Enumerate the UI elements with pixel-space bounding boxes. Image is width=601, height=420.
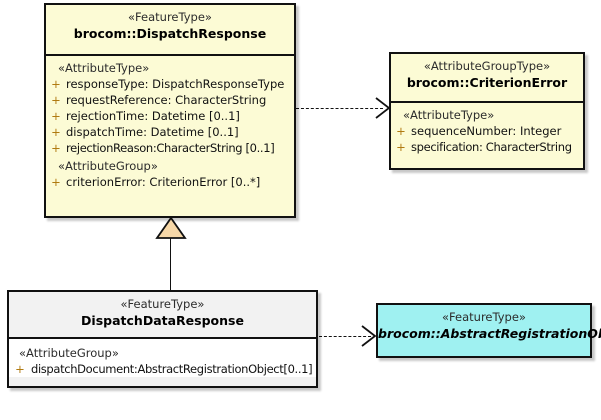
attribute-label: rejectionReason:CharacterString [0..1] xyxy=(66,141,275,155)
attribute-label: rejectionTime: Datetime [0..1] xyxy=(66,109,240,123)
attribute-label: responseType: DispatchResponseType xyxy=(66,77,285,91)
attribute-row: + responseType: DispatchResponseType xyxy=(46,76,294,92)
class-stereotype: «FeatureType» xyxy=(120,297,205,311)
attribute-label: sequenceNumber: Integer xyxy=(411,124,562,138)
attribute-row: + sequenceNumber: Integer xyxy=(391,123,583,139)
class-title: brocom::CriterionError xyxy=(406,75,568,90)
class-body-dispatch-data-response: «AttributeGroup» + dispatchDocument:Abst… xyxy=(9,339,316,377)
attribute-label: criterionError: CriterionError [0..*] xyxy=(66,175,261,189)
class-body-dispatch-response: «AttributeType» + responseType: Dispatch… xyxy=(46,56,294,190)
class-header-criterion-error: «AttributeGroupType» brocom::CriterionEr… xyxy=(391,54,583,103)
class-header-dispatch-data-response: «FeatureType» DispatchDataResponse xyxy=(9,292,316,339)
generalization-line-dispatchdataresponse-dispatchresponse xyxy=(170,238,171,290)
attribute-row: + rejectionTime: Datetime [0..1] xyxy=(46,108,294,124)
class-box-dispatch-response[interactable]: «FeatureType» brocom::DispatchResponse «… xyxy=(44,3,296,218)
compartment-label-attributetype: «AttributeType» xyxy=(403,108,495,122)
attribute-row: + rejectionReason:CharacterString [0..1] xyxy=(46,140,294,156)
generalization-triangle-dispatchresponse xyxy=(155,216,187,239)
class-body-criterion-error: «AttributeType» + sequenceNumber: Intege… xyxy=(391,103,583,155)
class-box-abstract-registration-object[interactable]: «FeatureType» brocom::AbstractRegistrati… xyxy=(376,303,601,358)
visibility-marker: + xyxy=(51,125,61,139)
class-header-abstract-registration-object: «FeatureType» brocom::AbstractRegistrati… xyxy=(378,305,601,356)
class-box-criterion-error[interactable]: «AttributeGroupType» brocom::CriterionEr… xyxy=(389,52,585,170)
attribute-label: requestReference: CharacterString xyxy=(66,93,267,107)
visibility-marker: + xyxy=(51,77,61,91)
class-title: DispatchDataResponse xyxy=(81,313,244,328)
class-stereotype: «AttributeGroupType» xyxy=(423,59,551,73)
visibility-marker: + xyxy=(51,93,61,107)
visibility-marker: + xyxy=(15,362,25,376)
attribute-label: specification: CharacterString xyxy=(411,140,572,154)
attribute-row: + requestReference: CharacterString xyxy=(46,92,294,108)
attribute-row: + specification: CharacterString xyxy=(391,139,583,155)
attribute-label: dispatchTime: Datetime [0..1] xyxy=(66,125,239,139)
compartment-label-attributetype: «AttributeType» xyxy=(58,61,150,75)
visibility-marker: + xyxy=(396,140,406,154)
visibility-marker: + xyxy=(51,109,61,123)
class-header-dispatch-response: «FeatureType» brocom::DispatchResponse xyxy=(46,5,294,56)
class-stereotype: «FeatureType» xyxy=(128,10,212,24)
attribute-row: + criterionError: CriterionError [0..*] xyxy=(46,174,294,190)
attribute-row: + dispatchDocument:AbstractRegistrationO… xyxy=(9,361,316,377)
class-stereotype: «FeatureType» xyxy=(442,310,526,324)
class-title: brocom::AbstractRegistrationObject xyxy=(378,326,601,341)
dependency-line-dispatchresponse-criterionerror xyxy=(296,108,383,109)
dependency-arrowhead-abstractregistrationobject xyxy=(361,325,377,347)
visibility-marker: + xyxy=(396,124,406,138)
dependency-line-dispatchdataresponse-abstractregistrationobject xyxy=(319,336,371,337)
compartment-label-attributegroup: «AttributeGroup» xyxy=(19,346,119,360)
visibility-marker: + xyxy=(51,141,61,155)
visibility-marker: + xyxy=(51,175,61,189)
attribute-label: dispatchDocument:AbstractRegistrationObj… xyxy=(31,362,313,376)
class-box-dispatch-data-response[interactable]: «FeatureType» DispatchDataResponse «Attr… xyxy=(7,290,318,388)
class-title: brocom::DispatchResponse xyxy=(73,26,267,41)
compartment-label-attributegroup: «AttributeGroup» xyxy=(58,159,158,173)
attribute-row: + dispatchTime: Datetime [0..1] xyxy=(46,124,294,140)
